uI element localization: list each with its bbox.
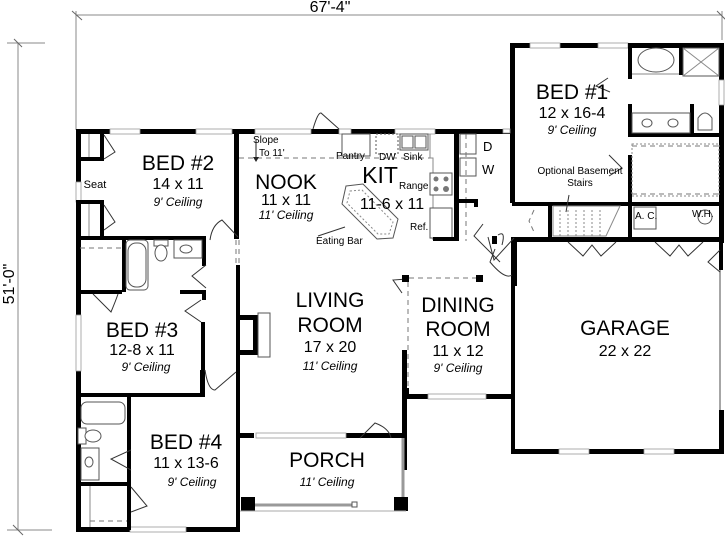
doors bbox=[92, 77, 721, 513]
overall-width-label: 67'-4" bbox=[309, 0, 351, 16]
pantry-label: Pantry bbox=[336, 151, 365, 162]
room-name: BED #4 bbox=[149, 431, 223, 454]
dishwasher-label: DW bbox=[379, 152, 396, 163]
overall-width-dimension-line bbox=[71, 10, 725, 130]
room-ceiling: 11' Ceiling bbox=[299, 475, 355, 489]
room-ceiling: 11' Ceiling bbox=[302, 359, 358, 373]
basement-stairs-label-line1: Optional Basement bbox=[537, 166, 623, 177]
room-size: 12-8 x 11 bbox=[109, 342, 175, 359]
room-name-line2: ROOM bbox=[425, 318, 491, 341]
overall-depth-dimension-line bbox=[7, 38, 52, 536]
kitchen-fixtures bbox=[239, 133, 455, 241]
room-size: 12 x 16-4 bbox=[538, 105, 606, 122]
dryer-label: D bbox=[483, 139, 493, 154]
room-name-line1: LIVING bbox=[295, 289, 365, 312]
stairs-mechanical bbox=[528, 194, 713, 239]
room-ceiling: 11' Ceiling bbox=[258, 208, 314, 222]
room-size: 22 x 22 bbox=[598, 343, 652, 360]
slope-label-line1: Slope bbox=[253, 135, 279, 146]
ac-label: A. C. bbox=[635, 211, 658, 222]
room-size: 17 x 20 bbox=[303, 339, 357, 356]
room-size: 14 x 11 bbox=[152, 176, 204, 193]
laundry-fixtures bbox=[454, 129, 478, 241]
room-name: KIT bbox=[362, 162, 398, 188]
room-size: 11-6 x 11 bbox=[359, 196, 425, 213]
room-name: BED #1 bbox=[535, 81, 609, 104]
room-name: GARAGE bbox=[580, 317, 670, 340]
eating-bar-label: Eating Bar bbox=[316, 236, 363, 247]
refrigerator-label: Ref. bbox=[410, 222, 429, 233]
slope-label-line2: To 11' bbox=[259, 148, 285, 159]
range-label: Range bbox=[399, 181, 429, 192]
room-size: 11 x 13-6 bbox=[153, 455, 219, 472]
living-dining-features bbox=[235, 240, 483, 395]
water-heater-label: W.H. bbox=[692, 209, 714, 220]
sink-label: Sink bbox=[403, 152, 423, 163]
room-name: BED #3 bbox=[105, 319, 179, 342]
room-ceiling: 9' Ceiling bbox=[167, 475, 217, 489]
room-ceiling: 9' Ceiling bbox=[121, 360, 171, 374]
room-ceiling: 9' Ceiling bbox=[433, 361, 483, 375]
room-name: PORCH bbox=[289, 449, 365, 472]
room-name: NOOK bbox=[255, 171, 317, 194]
windows bbox=[75, 42, 725, 533]
overall-depth-label: 51'-0" bbox=[1, 263, 18, 305]
room-name: BED #2 bbox=[141, 152, 215, 175]
left-wing-interior bbox=[76, 129, 206, 530]
master-suite-fixtures bbox=[512, 43, 724, 206]
room-name-line2: ROOM bbox=[297, 314, 363, 337]
basement-stairs-label-line2: Stairs bbox=[567, 178, 593, 189]
room-ceiling: 9' Ceiling bbox=[153, 195, 203, 209]
room-name-line1: DINING bbox=[421, 294, 495, 317]
washer-label: W bbox=[482, 162, 495, 177]
seat-label: Seat bbox=[83, 179, 107, 191]
room-size: 11 x 12 bbox=[432, 343, 484, 360]
porch-features bbox=[240, 438, 408, 512]
room-size: 11 x 11 bbox=[260, 192, 312, 209]
room-ceiling: 9' Ceiling bbox=[547, 123, 597, 137]
